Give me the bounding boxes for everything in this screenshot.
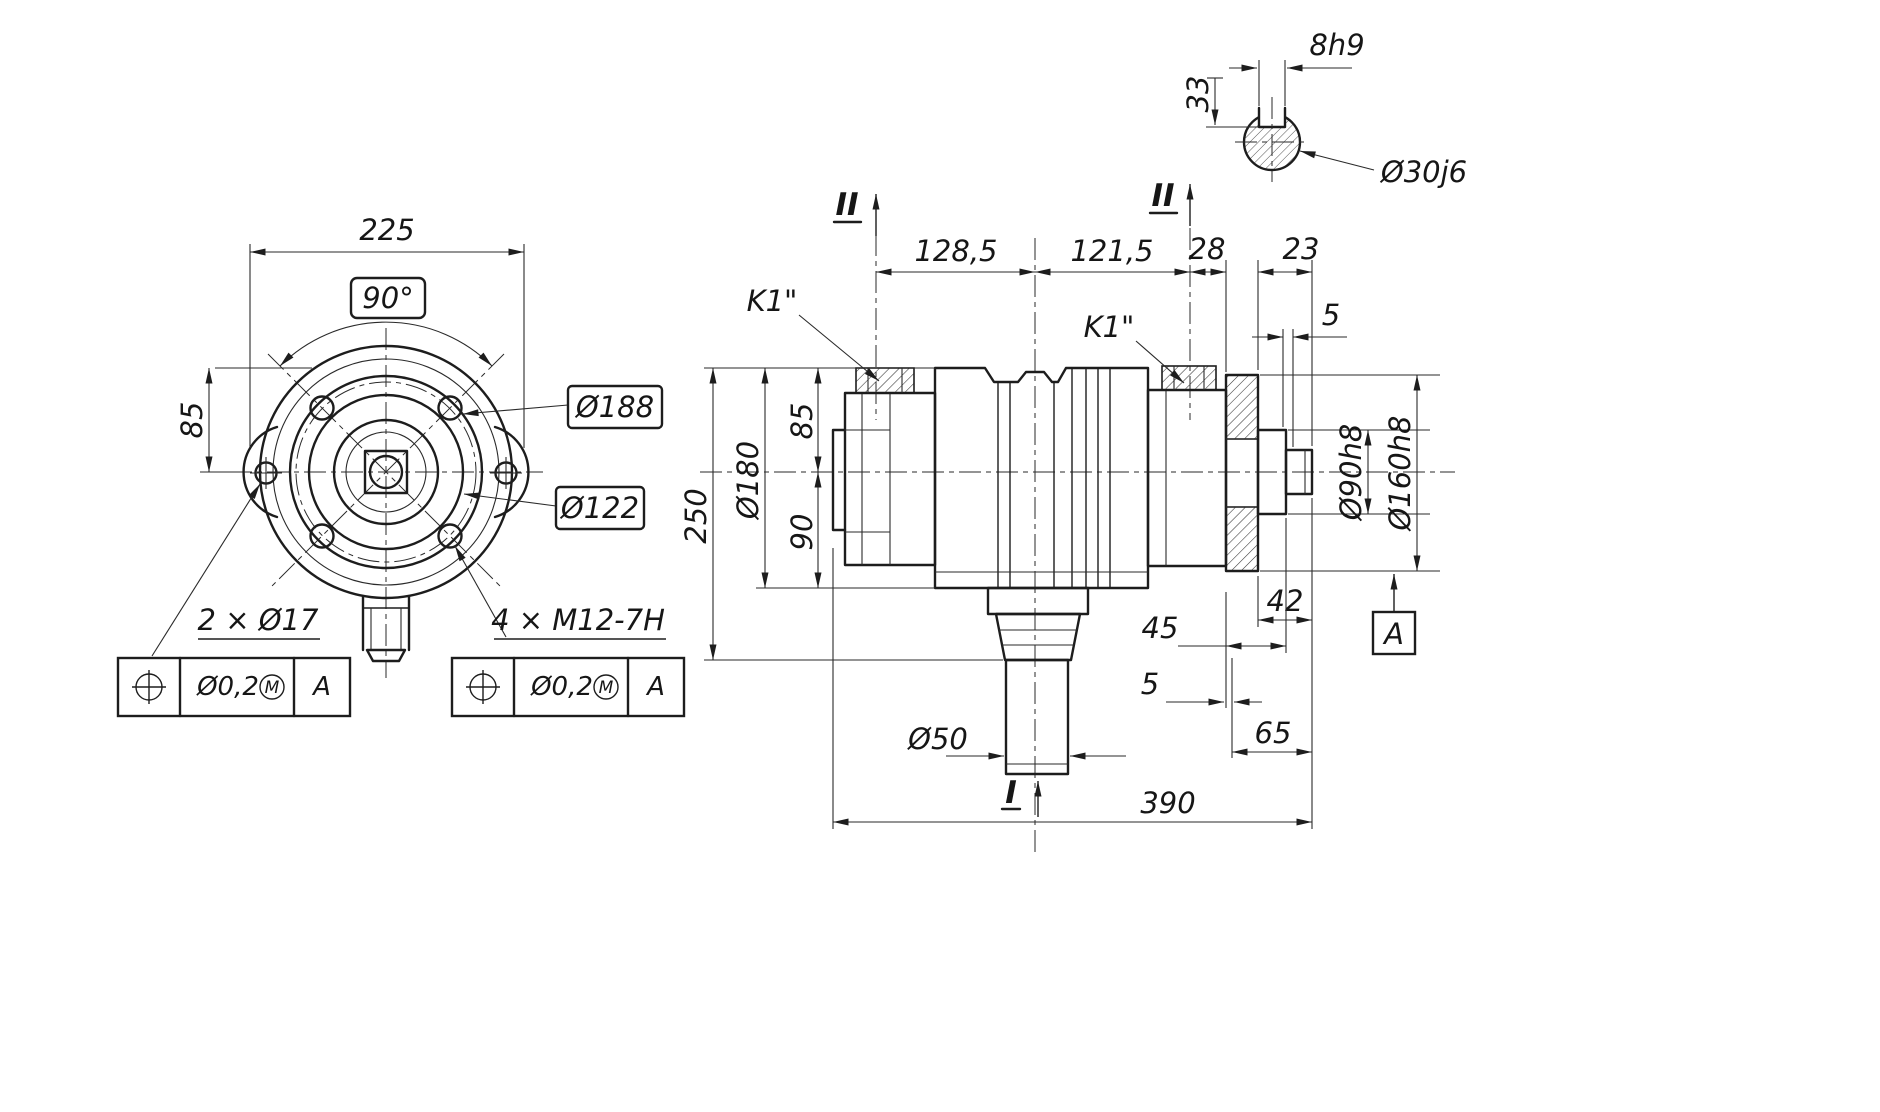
dim-128-5: 128,5 bbox=[876, 234, 1035, 276]
dim-width-label: 225 bbox=[359, 213, 414, 247]
dim-5-top: 5 bbox=[1252, 298, 1347, 447]
label-d30j6-text: Ø30j6 bbox=[1380, 155, 1467, 189]
dim-42-label: 42 bbox=[1267, 584, 1304, 618]
fcf-threads: Ø0,2 M A bbox=[450, 656, 686, 718]
dim-d50: Ø50 bbox=[907, 722, 1126, 760]
callout-threads-text: 4 × M12-7H bbox=[491, 603, 665, 637]
thread-boss-right bbox=[1161, 365, 1217, 391]
thread-callout-left: K1" bbox=[747, 284, 880, 382]
flange-section-lower bbox=[1225, 506, 1259, 572]
fcf-holes-datum: A bbox=[311, 672, 331, 702]
section-marker-right: II bbox=[1148, 178, 1194, 226]
label-shaft-diameter: Ø30j6 bbox=[1299, 150, 1467, 189]
dim-28: 28 bbox=[1189, 232, 1227, 372]
dim-23-label: 23 bbox=[1283, 232, 1320, 266]
front-centerline-diagonal-1 bbox=[267, 353, 501, 587]
section-marker-left: II bbox=[832, 187, 880, 236]
bottom-shaft bbox=[986, 586, 1090, 776]
fcf-threads-datum: A bbox=[645, 672, 665, 702]
section-marker-bottom: I bbox=[1000, 775, 1042, 817]
dim-42: 42 bbox=[1257, 576, 1312, 627]
dim-33-label: 33 bbox=[1181, 76, 1215, 113]
dim-121-5-label: 121,5 bbox=[1070, 234, 1153, 268]
fcf-holes: Ø0,2 M A bbox=[116, 656, 352, 718]
dim-28-label: 28 bbox=[1189, 232, 1226, 266]
dim-250-label: 250 bbox=[679, 488, 713, 543]
datum-flag-a: A bbox=[1371, 574, 1417, 656]
dim-5-bottom: 5 bbox=[1141, 658, 1262, 758]
label-d122-text: Ø122 bbox=[560, 491, 639, 525]
dim-85-label: 85 bbox=[785, 403, 819, 440]
dim-250: 250 bbox=[679, 367, 1003, 661]
dim-d90h8-label: Ø90h8 bbox=[1334, 424, 1368, 522]
section-left-label: II bbox=[835, 187, 858, 223]
dim-5-top-label: 5 bbox=[1322, 298, 1340, 332]
side-view: II II 128,5 121,5 28 23 bbox=[679, 178, 1455, 852]
dim-85-side: 85 bbox=[785, 368, 822, 472]
callout-threads: 4 × M12-7H bbox=[454, 545, 666, 640]
dim-width-225: 225 bbox=[249, 213, 525, 448]
dim-d50-label: Ø50 bbox=[907, 722, 968, 756]
fcf-threads-modifier: M bbox=[599, 678, 614, 698]
material-modifier-icon bbox=[593, 674, 619, 700]
detail-view: 8h9 33 Ø30j6 bbox=[1181, 28, 1467, 189]
thread-callout-right: K1" bbox=[1084, 310, 1185, 384]
side-housing-outline bbox=[831, 366, 1314, 590]
front-housing-outline bbox=[258, 344, 514, 600]
dim-90-label: 90 bbox=[785, 514, 819, 551]
callout-holes-text: 2 × Ø17 bbox=[198, 603, 319, 637]
label-d122: Ø122 bbox=[463, 485, 646, 531]
section-right-label: II bbox=[1151, 178, 1174, 214]
thread-boss-left bbox=[855, 367, 915, 394]
dim-keyway-depth: 33 bbox=[1181, 76, 1259, 128]
dim-23: 23 bbox=[1257, 232, 1320, 446]
fcf-holes-tolerance: Ø0,2 bbox=[196, 672, 259, 702]
dim-offset-85-front: 85 bbox=[175, 367, 312, 473]
label-d188: Ø188 bbox=[462, 384, 664, 430]
dim-5-bottom-label: 5 bbox=[1141, 667, 1159, 701]
dim-65: 65 bbox=[1232, 716, 1312, 756]
fcf-holes-modifier: M bbox=[265, 678, 280, 698]
dim-45-label: 45 bbox=[1142, 611, 1179, 645]
dim-65-label: 65 bbox=[1255, 716, 1292, 750]
dim-128-5-label: 128,5 bbox=[914, 234, 997, 268]
bolt-circle bbox=[295, 381, 477, 563]
datum-a-label: A bbox=[1382, 617, 1404, 651]
position-tolerance-icon bbox=[132, 670, 166, 704]
dim-390: 390 bbox=[832, 498, 1313, 829]
dim-d160h8: Ø160h8 bbox=[1260, 374, 1440, 572]
dim-d180: Ø180 bbox=[731, 368, 935, 589]
thread-right-label: K1" bbox=[1084, 310, 1135, 344]
dim-keyway-width: 8h9 bbox=[1229, 28, 1365, 106]
dim-390-label: 390 bbox=[1140, 786, 1195, 820]
material-modifier-icon bbox=[259, 674, 285, 700]
dim-90-side: 90 bbox=[785, 472, 822, 588]
front-bolt-holes bbox=[309, 395, 463, 549]
dim-d180-label: Ø180 bbox=[731, 441, 765, 520]
front-view: 225 90° 85 Ø188 Ø122 bbox=[116, 213, 686, 718]
front-mounting-ears bbox=[242, 425, 530, 519]
flange-section-upper bbox=[1225, 374, 1259, 440]
dim-d160h8-label: Ø160h8 bbox=[1383, 415, 1417, 531]
section-bottom-label: I bbox=[1005, 775, 1017, 811]
label-d188-text: Ø188 bbox=[575, 390, 654, 424]
front-bottom-boss bbox=[361, 595, 411, 663]
thread-left-label: K1" bbox=[747, 284, 798, 318]
callout-holes: 2 × Ø17 bbox=[151, 483, 320, 657]
dim-angle-label: 90° bbox=[362, 281, 413, 315]
dim-121-5: 121,5 bbox=[1035, 234, 1190, 276]
dim-angle-90: 90° bbox=[279, 276, 493, 367]
front-centerline-diagonal-2 bbox=[271, 353, 505, 587]
fcf-threads-tolerance: Ø0,2 bbox=[530, 672, 593, 702]
dim-8h9-label: 8h9 bbox=[1309, 28, 1364, 62]
position-tolerance-icon bbox=[466, 670, 500, 704]
dim-45: 45 bbox=[1142, 518, 1287, 708]
dim-offset-label: 85 bbox=[175, 402, 209, 439]
